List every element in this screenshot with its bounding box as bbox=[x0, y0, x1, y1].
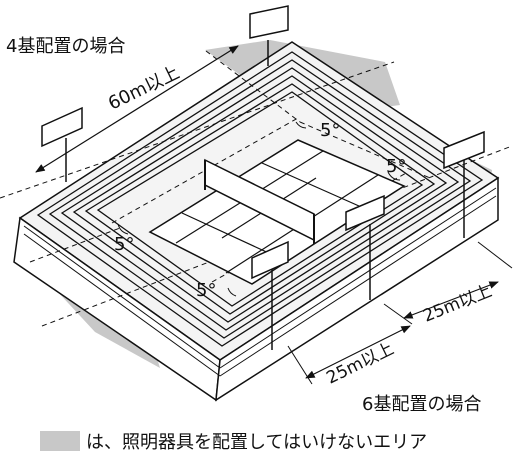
light-pole-bottom bbox=[251, 240, 289, 350]
tier-front-edges bbox=[23, 187, 497, 377]
label-angle-4: 5° bbox=[196, 280, 216, 301]
light-pole-right bbox=[443, 130, 485, 238]
legend-text: は、照明器具を配置してはいけないエリア bbox=[86, 432, 428, 453]
label-six-poles: 6基配置の場合 bbox=[362, 394, 481, 415]
label-angle-2: 5° bbox=[386, 156, 406, 177]
dim-25m-bottom-arrow bbox=[305, 325, 411, 379]
legend-swatch bbox=[40, 431, 80, 451]
label-angle-1: 5° bbox=[320, 120, 340, 141]
dim-extension-lines bbox=[287, 241, 513, 385]
light-pole-left bbox=[41, 106, 83, 182]
dim-60m-arrow bbox=[35, 45, 239, 173]
angle-marks bbox=[117, 121, 401, 297]
light-pole-middle bbox=[345, 194, 385, 300]
legend: は、照明器具を配置してはいけないエリア bbox=[40, 428, 427, 454]
label-angle-3: 5° bbox=[114, 234, 134, 255]
label-four-poles: 4基配置の場合 bbox=[6, 36, 125, 57]
label-25m-right: 25m以上 bbox=[420, 281, 494, 327]
base-right-face bbox=[215, 176, 499, 402]
dim-25m-right-arrow bbox=[403, 281, 499, 319]
light-pole-top bbox=[249, 5, 289, 66]
